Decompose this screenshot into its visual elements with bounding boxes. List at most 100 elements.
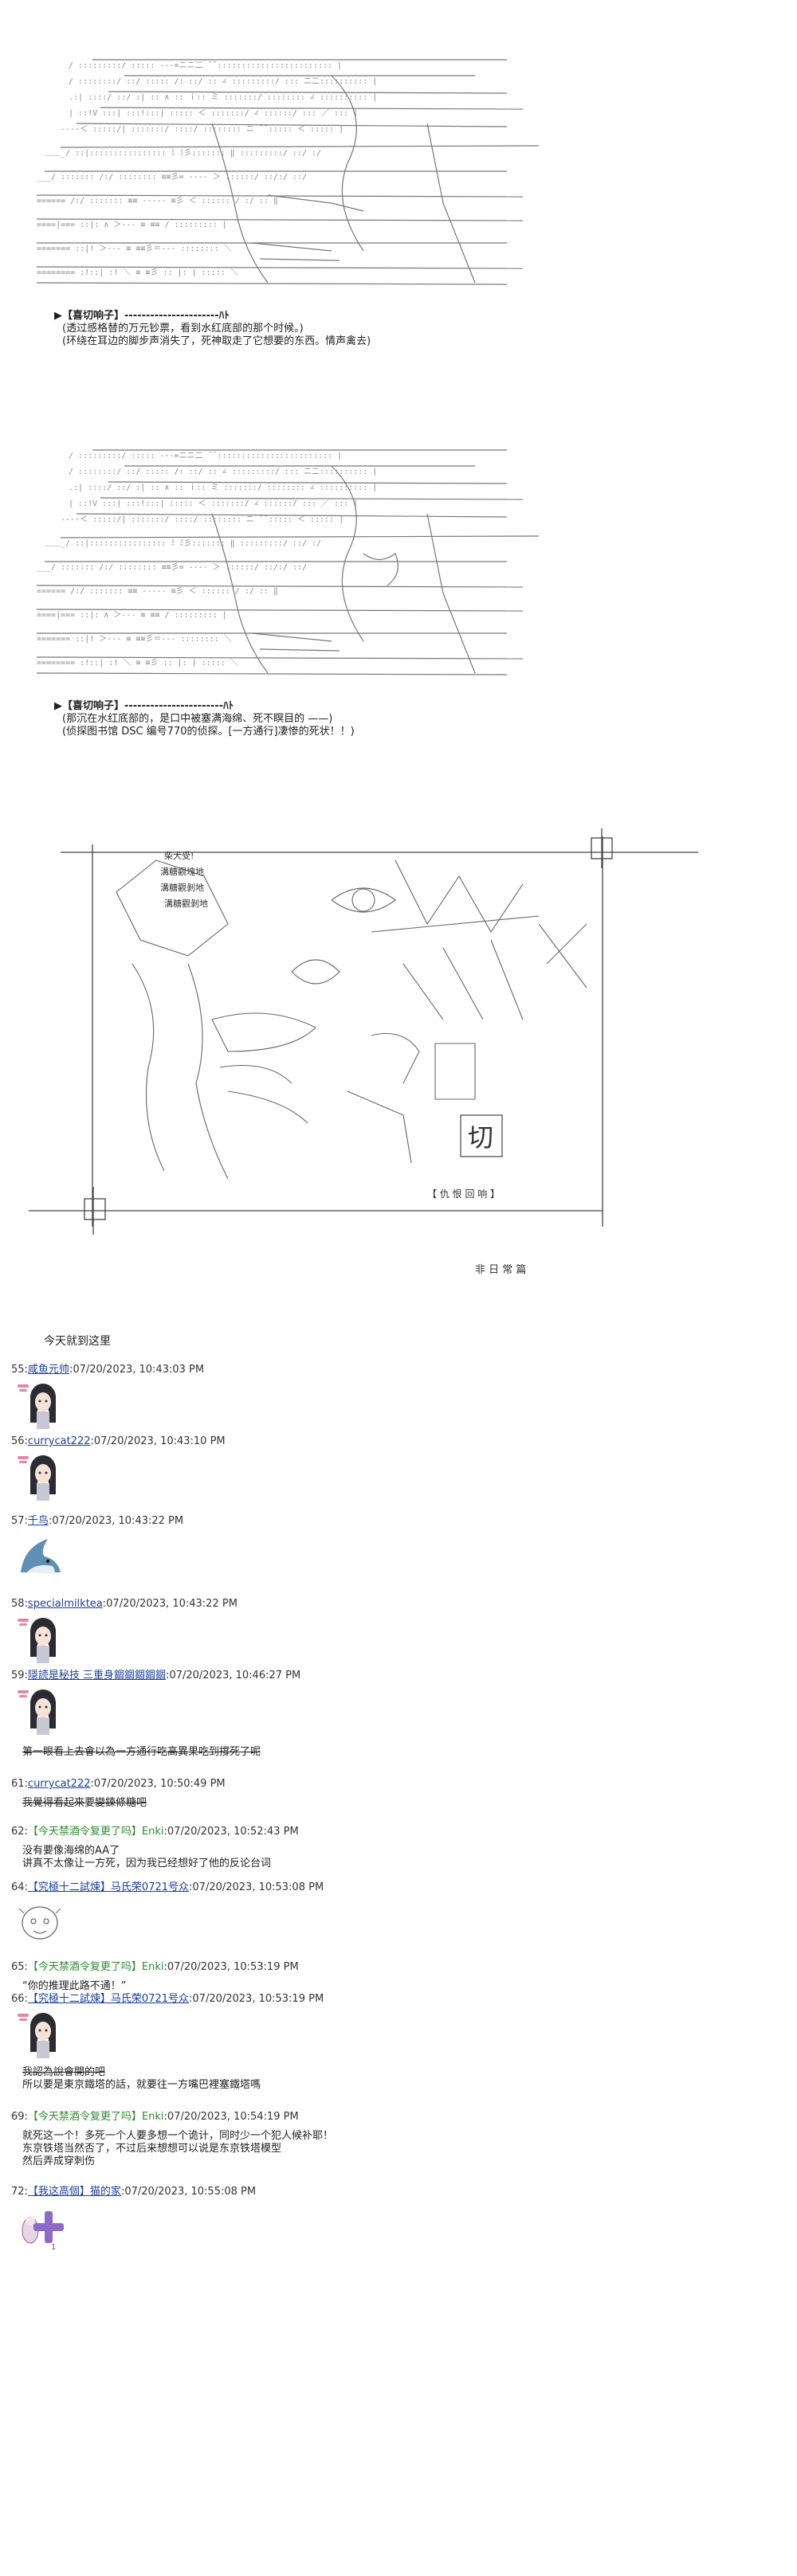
svg-text:___/ ::::::: /:/ :::::::: ≡≡彡=: ___/ ::::::: /:/ :::::::: ≡≡彡= ‐‐‐‐ ＞ ::… <box>37 563 307 572</box>
post-number: 64: <box>11 1881 28 1893</box>
post-text-line: 没有要像海绵的AA了 <box>22 1845 120 1857</box>
svg-text:___/ ::::::: /:/ :::::::: ≡≡彡=: ___/ ::::::: /:/ :::::::: ≡≡彡= ‐‐‐‐ ＞ ::… <box>37 173 307 182</box>
shark-avatar <box>16 1533 65 1582</box>
post-username-link[interactable]: 【今天禁酒令复更了吗】Enki <box>27 2111 164 2123</box>
post-timestamp: :07/20/2023, 10:43:03 PM <box>69 1364 205 1376</box>
ascii-art-block-1: / :::::::::/ ::::: -‐-=ニニ二 ̄ ̄ :::::::::… <box>29 44 539 348</box>
post-timestamp: :07/20/2023, 10:53:19 PM <box>189 1993 324 2005</box>
post-username-link[interactable]: 千鸟 <box>27 1515 49 1527</box>
post-header: 62:【今天禁酒令复更了吗】Enki:07/20/2023, 10:52:43 … <box>11 1826 760 1838</box>
svg-text:/ ::::::::/ ::/ ::::: /: ::/ :: / ::::::::/ ::/ ::::: /: ::/ :: ∠ ::::::… <box>69 77 377 86</box>
forum-post: 58:specialmilktea:07/20/2023, 10:43:22 P… <box>11 1598 760 1665</box>
svg-text:.:| ::::/ ::/ :| :: ∧ :: ｉ:: ミ: .:| ::::/ ::/ :| :: ∧ :: ｉ:: ミ :::::::/ … <box>69 483 377 492</box>
caption-line: (侦探图书馆 DSC 编号770的侦探。[一方通行]凄惨的死状！！) <box>62 726 355 738</box>
panel-subtitle: 非 日 常 篇 <box>475 1264 526 1276</box>
post-timestamp: :07/20/2023, 10:43:22 PM <box>102 1598 238 1610</box>
caption-speaker: ▶【喜切响子】----------------------ﾊﾄ <box>54 310 230 322</box>
post-number: 58: <box>11 1598 28 1610</box>
svg-text:| ::!V :::| :::!:::| ::::: ＜: | ::!V :::| :::!:::| ::::: ＜ :::::::/ ∠ … <box>69 108 358 118</box>
svg-text:====|=== ::|: ∧ ＞‐‐‐ ≡ ≡≡: ====|=== ::|: ∧ ＞‐‐‐ ≡ ≡≡ / ::::::::: | <box>37 221 227 229</box>
face-avatar <box>16 1899 65 1948</box>
caption-line: (那沉在水红底部的，是口中被塞满海绵、死不瞑目的 ——) <box>62 713 333 725</box>
post-username-link[interactable]: 【今天禁酒令复更了吗】Enki <box>27 1826 164 1838</box>
forum-post: 64:【究極十二試煉】马氏荣0721号众:07/20/2023, 10:53:0… <box>11 1881 760 1948</box>
post-text-line: 就死这一个！多死一个人要多想一个诡计，同时少一个犯人候补耶！ <box>22 2130 334 2142</box>
svg-text:====|=== ::|: ∧ ＞‐‐‐ ≡ ≡≡: ====|=== ::|: ∧ ＞‐‐‐ ≡ ≡≡ / ::::::::: | <box>37 611 227 620</box>
svg-text:＿＿_/ ::|:::::::::::::::: ﾐ ﾐ彡: ＿＿_/ ::|:::::::::::::::: ﾐ ﾐ彡::::::: ‖ :… <box>45 539 321 548</box>
svg-text:======= ::|! ＞‐‐‐ ≡ ≡≡彡＝‐‐‐: ======= ::|! ＞‐‐‐ ≡ ≡≡彡＝‐‐‐ :::::::: ＼ <box>37 244 232 253</box>
svg-text:/ :::::::::/ ::::: -‐-=ニニ二 ̄ ̄: / :::::::::/ ::::: -‐-=ニニ二 ̄ ̄ :::::::::… <box>69 61 342 70</box>
post-username-link[interactable]: 咸鱼元帅 <box>27 1364 69 1376</box>
post-header: 64:【究極十二試煉】马氏荣0721号众:07/20/2023, 10:53:0… <box>11 1881 760 1894</box>
post-username-link[interactable]: 【今天禁酒令复更了吗】Enki <box>27 1961 164 1973</box>
ascii-art-illustration: / :::::::::/ ::::: -‐-=ニニ二 ̄ ̄ :::::::::… <box>29 44 539 307</box>
post-header: 72:【我这高個】猫的家:07/20/2023, 10:55:08 PM <box>11 2186 760 2198</box>
post-username-link[interactable]: 隱読是秘技 三重身錮錮錮錮錮 <box>27 1670 167 1681</box>
forum-post: 66:【究極十二試煉】马氏荣0721号众:07/20/2023, 10:53:1… <box>11 1993 760 2092</box>
forum-post: 69:【今天禁酒令复更了吗】Enki:07/20/2023, 10:54:19 … <box>11 2111 760 2168</box>
post-body: 我覺得看起來要變鍊條糖吧 <box>11 1797 760 1810</box>
post-number: 72: <box>11 2186 28 2198</box>
post-number: 59: <box>11 1670 28 1681</box>
girl-avatar <box>16 1615 65 1665</box>
girl-avatar <box>16 1453 65 1502</box>
post-header: 56:currycat222:07/20/2023, 10:43:10 PM <box>11 1435 760 1448</box>
post-number: 62: <box>11 1826 28 1838</box>
post-header: 66:【究極十二試煉】马氏荣0721号众:07/20/2023, 10:53:1… <box>11 1993 760 2006</box>
post-username-link[interactable]: 【究極十二試煉】马氏荣0721号众 <box>27 1993 190 2005</box>
post-text-line: 我覺得看起來要變鍊條糖吧 <box>22 1797 147 1809</box>
post-number: 66: <box>11 1993 28 2005</box>
post-username-link[interactable]: 【我这高個】猫的家 <box>27 2186 121 2198</box>
post-header: 58:specialmilktea:07/20/2023, 10:43:22 P… <box>11 1598 760 1611</box>
post-body: 就死这一个！多死一个人要多想一个诡计，同时少一个犯人候补耶！东京铁塔当然否了，不… <box>11 2130 760 2168</box>
post-header: 65:【今天禁酒令复更了吗】Enki:07/20/2023, 10:53:19 … <box>11 1961 760 1974</box>
svg-text:====== /:/ ::::::: ≡≡ ‐‐‐‐‐: ====== /:/ ::::::: ≡≡ ‐‐‐‐‐ ≡彡 ＜ :::::: … <box>37 587 278 596</box>
post-text-line: 第一眼看上去會以為一方通行吃高異果吃到撐死了呢 <box>22 1746 261 1758</box>
post-timestamp: :07/20/2023, 10:52:43 PM <box>163 1826 299 1838</box>
post-text-line: 然后弄成穿刺伤 <box>22 2155 96 2167</box>
post-text-line: 我認為說會開的吧 <box>22 2066 106 2078</box>
svg-text:‐‐‐-＜ :::::/| :::::::/ ::::/ :: ‐‐‐-＜ :::::/| :::::::/ ::::/ :::::::: ニ … <box>61 125 344 134</box>
svg-text:.:| ::::/ ::/ :| :: ∧ :: ｉ:: ミ: .:| ::::/ ::/ :| :: ∧ :: ｉ:: ミ :::::::/ … <box>69 92 377 102</box>
post-body: 我認為說會開的吧所以要是東京鐵塔的話，就要往一方嘴巴裡塞鐵塔嗎 <box>11 2066 760 2092</box>
forum-post: 61:currycat222:07/20/2023, 10:50:49 PM 我覺… <box>11 1778 760 1810</box>
post-header: 59:隱読是秘技 三重身錮錮錮錮錮:07/20/2023, 10:46:27 P… <box>11 1670 760 1682</box>
intro-text: 今天就到这里 <box>44 1335 111 1348</box>
svg-text:＿＿_/ ::|:::::::::::::::: ﾐ ﾐ彡: ＿＿_/ ::|:::::::::::::::: ﾐ ﾐ彡::::::: ‖ :… <box>45 149 321 158</box>
svg-text:| ::!V :::| :::!:::| ::::: ＜: | ::!V :::| :::!:::| ::::: ＜ :::::::/ ∠ … <box>69 499 358 508</box>
post-header: 69:【今天禁酒令复更了吗】Enki:07/20/2023, 10:54:19 … <box>11 2111 760 2124</box>
svg-text:1: 1 <box>51 2243 56 2252</box>
post-username-link[interactable]: 【究極十二試煉】马氏荣0721号众 <box>27 1881 190 1893</box>
forum-post: 72:【我这高個】猫的家:07/20/2023, 10:55:08 PM 1 <box>11 2186 760 2253</box>
big-glyph: 切 <box>468 1122 493 1153</box>
post-timestamp: :07/20/2023, 10:46:27 PM <box>166 1670 301 1681</box>
plus-avatar: 1 <box>16 2203 65 2253</box>
caption-speaker: ▶【喜切响子】-----------------------ﾊﾄ <box>54 700 234 712</box>
post-timestamp: :07/20/2023, 10:53:08 PM <box>189 1881 324 1893</box>
svg-text:‐‐‐-＜ :::::/| :::::::/ ::::/ :: ‐‐‐-＜ :::::/| :::::::/ ::::/ :::::::: ニ … <box>61 515 344 524</box>
caption-line: (透过感格替的万元钞票，看到水红底部的那个时候。) <box>62 323 304 335</box>
post-username-link[interactable]: specialmilktea <box>27 1598 103 1610</box>
forum-post: 59:隱読是秘技 三重身錮錮錮錮錮:07/20/2023, 10:46:27 P… <box>11 1670 760 1736</box>
svg-text:======== :!::| :! ＼ ≡ ≡彡: ======== :!::| :! ＼ ≡ ≡彡 :: |: | ::::: ＼ <box>37 658 238 667</box>
svg-text:/ :::::::::/ ::::: -‐-=ニニ二 ̄ ̄: / :::::::::/ ::::: -‐-=ニニ二 ̄ ̄ :::::::::… <box>69 452 342 460</box>
post-text-line: 所以要是東京鐵塔的話，就要往一方嘴巴裡塞鐵塔嗎 <box>22 2079 261 2091</box>
post-body: “你的推理此路不通！” <box>11 1980 760 1993</box>
post-number: 55: <box>11 1364 28 1376</box>
forum-post: 56:currycat222:07/20/2023, 10:43:10 PM <box>11 1435 760 1502</box>
post-header: 61:currycat222:07/20/2023, 10:50:49 PM <box>11 1778 760 1791</box>
post-number: 61: <box>11 1778 28 1790</box>
comic-panel: 柴犬受! 溝糖觀塊地 溝糖觀剝地 溝糖觀剝地 切 【 仇 恨 回 响 】 非 日… <box>29 828 746 1322</box>
caption-line: (环绕在耳边的脚步声消失了，死神取走了它想要的东西。情声禽去) <box>62 335 371 347</box>
post-username-link[interactable]: currycat222 <box>27 1778 91 1790</box>
post-timestamp: :07/20/2023, 10:43:10 PM <box>90 1435 226 1447</box>
forum-post: 62:【今天禁酒令复更了吗】Enki:07/20/2023, 10:52:43 … <box>11 1826 760 1870</box>
post-timestamp: :07/20/2023, 10:50:49 PM <box>90 1778 226 1790</box>
post-number: 65: <box>11 1961 28 1973</box>
post-text-line: “你的推理此路不通！” <box>22 1980 127 1992</box>
post-username-link[interactable]: currycat222 <box>27 1435 91 1447</box>
girl-avatar <box>16 1381 65 1431</box>
post-body: 第一眼看上去會以為一方通行吃高異果吃到撐死了呢 <box>11 1746 760 1759</box>
svg-text:/ ::::::::/ ::/ ::::: /: ::/ :: / ::::::::/ ::/ ::::: /: ::/ :: ∠ ::::::… <box>69 468 377 476</box>
post-text-line: 东京铁塔当然否了，不过后来想想可以说是东京铁塔模型 <box>22 2143 282 2155</box>
